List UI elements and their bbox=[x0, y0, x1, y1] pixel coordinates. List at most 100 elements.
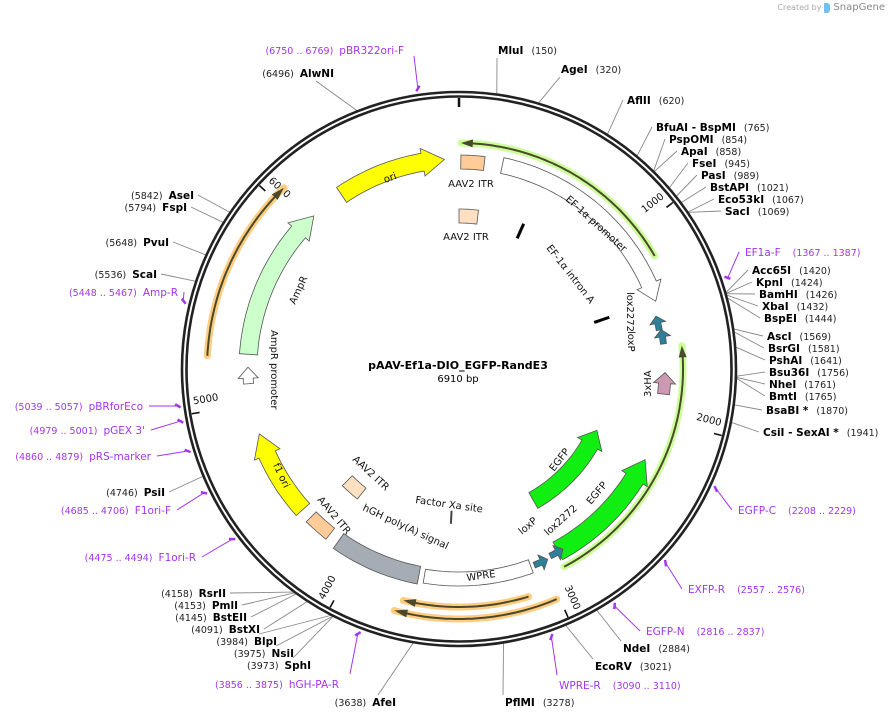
enzyme-site-label[interactable]: (6496)AlwNI bbox=[262, 68, 334, 80]
enzyme-site-label[interactable]: (4746)PsiI bbox=[106, 487, 165, 499]
enzyme-position: (5842) bbox=[131, 191, 163, 202]
primer-label[interactable]: (4475 .. 4494)F1ori-R bbox=[85, 552, 196, 564]
enzyme-position: (765) bbox=[744, 123, 770, 134]
aav2-itr-feature-4[interactable] bbox=[305, 511, 336, 540]
enzyme-site-label[interactable]: MluI(150) bbox=[498, 45, 557, 57]
primer-range: (6750 .. 6769) bbox=[265, 46, 333, 57]
enzyme-site-label[interactable]: (4153)PmlI bbox=[174, 600, 238, 612]
watermark-created-by: Created by bbox=[777, 3, 822, 12]
primer-range: (3090 .. 3110) bbox=[613, 681, 681, 692]
plasmid-name: pAAV-Ef1a-DIO_EGFP-RandE3 bbox=[368, 359, 548, 372]
primer-label[interactable]: (4979 .. 5001)pGEX 3' bbox=[30, 425, 145, 437]
enzyme-position: (989) bbox=[734, 171, 760, 182]
aav2-itr-feature-1[interactable] bbox=[460, 154, 486, 171]
enzyme-leader-line bbox=[636, 126, 653, 156]
3xha-feature[interactable] bbox=[652, 372, 677, 396]
enzyme-site-label[interactable]: (5842)AseI bbox=[131, 190, 194, 202]
primer-label[interactable]: EGFP-C(2208 .. 2229) bbox=[738, 505, 856, 517]
enzyme-site-label[interactable]: BsaBI *(1870) bbox=[766, 405, 848, 417]
wpre-feature[interactable] bbox=[422, 559, 534, 587]
enzyme-name: CsiI - SexAI * bbox=[763, 427, 839, 439]
enzyme-site-label[interactable]: (4158)RsrII bbox=[161, 588, 226, 600]
enzyme-site-label[interactable]: BfuAI - BspMI(765) bbox=[656, 122, 769, 134]
enzyme-site-label[interactable]: NdeI(2884) bbox=[623, 643, 690, 655]
loxp-top-label: loxP bbox=[625, 331, 636, 352]
enzyme-site-label[interactable]: Bsu36I(1756) bbox=[769, 367, 849, 379]
enzyme-site-label[interactable]: SacI(1069) bbox=[725, 206, 789, 218]
primer-label[interactable]: (4860 .. 4879)pRS-marker bbox=[15, 451, 151, 463]
lox2272-bottom-feature[interactable] bbox=[548, 544, 564, 561]
enzyme-position: (2884) bbox=[658, 644, 690, 655]
enzyme-site-label[interactable]: (4145)BstEII bbox=[175, 612, 247, 624]
lox2272-top-feature[interactable] bbox=[649, 315, 667, 332]
enzyme-site-label[interactable]: (5794)FspI bbox=[125, 202, 187, 214]
enzyme-site-label[interactable]: AscI(1569) bbox=[767, 331, 831, 343]
egfp-outer-feature[interactable] bbox=[552, 459, 648, 561]
ef1a-promoter-feature[interactable] bbox=[500, 157, 662, 302]
ef1a-green-track[interactable] bbox=[464, 142, 656, 257]
enzyme-site-label[interactable]: BspEI(1444) bbox=[764, 313, 836, 325]
enzyme-site-label[interactable]: (4091)BstXI bbox=[191, 624, 260, 636]
aav2-itr-feature-3[interactable] bbox=[341, 475, 367, 500]
loxp-top-feature[interactable] bbox=[653, 329, 672, 345]
wpre-orange-track-inner[interactable] bbox=[407, 595, 529, 608]
ori-feature[interactable] bbox=[335, 147, 446, 203]
enzyme-site-label[interactable]: PflMI(3278) bbox=[505, 697, 574, 709]
loxp-bottom-feature[interactable] bbox=[532, 554, 549, 571]
primer-label[interactable]: EXFP-R(2557 .. 2576) bbox=[688, 584, 805, 596]
enzyme-site-label[interactable]: BsrGI(1581) bbox=[768, 343, 840, 355]
enzyme-site-label[interactable]: AflII(620) bbox=[627, 95, 684, 107]
primer-label[interactable]: WPRE-R(3090 .. 3110) bbox=[559, 680, 681, 692]
enzyme-site-label[interactable]: EcoRV(3021) bbox=[595, 661, 671, 673]
enzyme-site-label[interactable]: XbaI(1432) bbox=[762, 301, 828, 313]
primer-label[interactable]: EF1a-F(1367 .. 1387) bbox=[745, 247, 860, 259]
enzyme-site-label[interactable]: (3973)SphI bbox=[247, 660, 311, 672]
ampr-orange-track[interactable] bbox=[206, 190, 282, 356]
enzyme-site-label[interactable]: PspOMI(854) bbox=[669, 134, 747, 146]
primer-label[interactable]: (4685 .. 4706)F1ori-F bbox=[61, 505, 171, 517]
egfp-green-track[interactable] bbox=[563, 349, 684, 568]
enzyme-site-label[interactable]: (3975)NsiI bbox=[234, 648, 294, 660]
enzyme-site-label[interactable]: (5648)PvuI bbox=[105, 237, 169, 249]
enzyme-site-label[interactable]: PasI(989) bbox=[701, 170, 759, 182]
enzyme-name: Bsu36I bbox=[769, 367, 809, 379]
factor-xa-site-feature[interactable] bbox=[449, 510, 453, 524]
aav2-itr-feature-2[interactable] bbox=[458, 208, 479, 225]
enzyme-site-label[interactable]: (5536)ScaI bbox=[95, 269, 157, 281]
wpre-label: WPRE bbox=[466, 569, 496, 584]
enzyme-position: (945) bbox=[724, 159, 750, 170]
enzyme-site-label[interactable]: Acc65I(1420) bbox=[752, 265, 831, 277]
enzyme-position: (1870) bbox=[816, 406, 848, 417]
enzyme-site-label[interactable]: (3984)BlpI bbox=[216, 636, 277, 648]
enzyme-name: SphI bbox=[285, 660, 311, 672]
enzyme-site-label[interactable]: ApaI(858) bbox=[681, 146, 741, 158]
enzyme-site-label[interactable]: PshAI(1641) bbox=[769, 355, 842, 367]
enzyme-site-label[interactable]: FseI(945) bbox=[692, 158, 750, 170]
primer-label[interactable]: (3856 .. 3875)hGH-PA-R bbox=[215, 679, 339, 691]
enzyme-site-label[interactable]: BstAPI(1021) bbox=[710, 182, 789, 194]
scale-tick-label: 5000 bbox=[192, 392, 219, 407]
enzyme-site-label[interactable]: NheI(1761) bbox=[769, 379, 836, 391]
enzyme-site-label[interactable]: Eco53kI(1067) bbox=[718, 194, 804, 206]
primer-label[interactable]: (5039 .. 5057)pBRforEco bbox=[15, 401, 143, 413]
hgh-polya-feature[interactable] bbox=[332, 533, 422, 585]
ampr-promoter-feature[interactable] bbox=[237, 366, 260, 385]
primer-label[interactable]: EGFP-N(2816 .. 2837) bbox=[646, 626, 764, 638]
wpre-orange-track-outer[interactable] bbox=[398, 598, 558, 620]
primer-name: EXFP-R bbox=[688, 584, 725, 596]
f1-ori-feature[interactable] bbox=[253, 433, 311, 517]
primer-label[interactable]: (6750 .. 6769)pBR322ori-F bbox=[265, 45, 404, 57]
enzyme-site-label[interactable]: BamHI(1426) bbox=[759, 289, 837, 301]
ori-label: ori bbox=[382, 171, 398, 186]
backbone-outer-strand bbox=[180, 90, 738, 648]
enzyme-site-label[interactable]: AgeI(320) bbox=[561, 64, 621, 76]
enzyme-position: (150) bbox=[531, 46, 557, 57]
enzyme-site-label[interactable]: CsiI - SexAI *(1941) bbox=[763, 427, 878, 439]
enzyme-site-label[interactable]: (3638)AfeI bbox=[335, 697, 396, 709]
ampr-feature[interactable] bbox=[239, 215, 315, 356]
primer-label[interactable]: (5448 .. 5467)Amp-R bbox=[69, 287, 178, 299]
egfp-inner-feature[interactable] bbox=[528, 429, 603, 509]
enzyme-leader-line bbox=[734, 404, 763, 411]
enzyme-site-label[interactable]: KpnI(1424) bbox=[756, 277, 823, 289]
enzyme-site-label[interactable]: BmtI(1765) bbox=[769, 391, 836, 403]
